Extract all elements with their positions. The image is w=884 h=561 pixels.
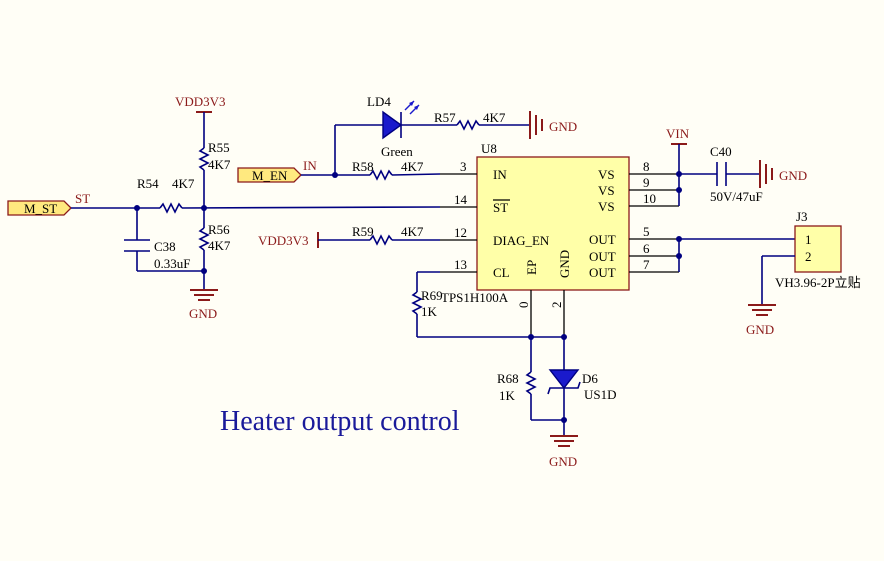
u8-pin-vs3-name: VS <box>598 199 615 214</box>
u8-pin-out1-name: OUT <box>589 232 616 247</box>
m-en-port[interactable] <box>237 167 302 183</box>
r59-value: 4K7 <box>401 224 424 239</box>
r68-ref: R68 <box>497 371 519 386</box>
r56-resistor[interactable] <box>198 227 210 251</box>
r69-ref: R69 <box>421 288 443 303</box>
r55-ref: R55 <box>208 140 230 155</box>
ld4-light-icon <box>404 100 420 115</box>
junction-out2 <box>676 253 682 259</box>
vdd3v3-left-label: VDD3V3 <box>258 233 309 248</box>
gnd-c40-label: GND <box>779 168 807 183</box>
u8-pin-st-name: ST <box>493 200 508 215</box>
r69-value: 1K <box>421 304 438 319</box>
m-st-port[interactable] <box>7 200 72 216</box>
r55-value: 4K7 <box>208 157 231 172</box>
r54-resistor[interactable] <box>159 202 183 214</box>
r58-value: 4K7 <box>401 159 424 174</box>
j3-ref: J3 <box>796 209 808 224</box>
u8-pin-ep-name: EP <box>524 260 539 275</box>
u8-pin-out3-name: OUT <box>589 265 616 280</box>
gnd-bottom-symbol <box>550 435 578 447</box>
j3-connector[interactable] <box>794 225 842 273</box>
u8-pin-in-name: IN <box>493 167 507 182</box>
r54-ref: R54 <box>137 176 159 191</box>
r56-value: 4K7 <box>208 238 231 253</box>
r68-resistor[interactable] <box>525 371 537 395</box>
junction-vs2 <box>676 187 682 193</box>
sheet-title: Heater output control <box>220 406 460 437</box>
r58-ref: R58 <box>352 159 374 174</box>
gnd-j3-symbol <box>748 304 776 316</box>
j3-value: VH3.96-2P立贴 <box>775 275 861 290</box>
r54-value: 4K7 <box>172 176 195 191</box>
u8-pin-vs1-name: VS <box>598 167 615 182</box>
u8-pin-out2-name: OUT <box>589 249 616 264</box>
u8-pin-cl-name: CL <box>493 265 510 280</box>
r55-resistor[interactable] <box>198 147 210 171</box>
r59-ref: R59 <box>352 224 374 239</box>
m-en-port-label: M_EN <box>252 168 288 183</box>
m-st-port-label: M_ST <box>24 201 57 216</box>
u8-pin13-num: 13 <box>454 257 467 272</box>
r57-value: 4K7 <box>483 110 506 125</box>
c38-ref: C38 <box>154 239 176 254</box>
u8-pin5-num: 5 <box>643 224 650 239</box>
ld4-led[interactable] <box>382 110 403 140</box>
j3-pin2: 2 <box>805 249 812 264</box>
d6-ref: D6 <box>582 371 598 386</box>
d6-value: US1D <box>584 387 617 402</box>
u8-pin0-num: 0 <box>516 302 531 309</box>
u8-pin2-num: 2 <box>549 302 564 309</box>
c40-value: 50V/47uF <box>710 189 763 204</box>
gnd-j3-label: GND <box>746 322 774 337</box>
u8-pin-vs2-name: VS <box>598 183 615 198</box>
u8-pin-diag-name: DIAG_EN <box>493 233 550 248</box>
u8-pin8-num: 8 <box>643 159 650 174</box>
r58-resistor[interactable] <box>369 169 393 181</box>
gnd-left-label: GND <box>189 306 217 321</box>
c38-value: 0.33uF <box>154 256 190 271</box>
gnd-ld4-label: GND <box>549 119 577 134</box>
junction-d6-gnd <box>561 417 567 423</box>
u8-pin3-num: 3 <box>460 159 467 174</box>
u8-ref: U8 <box>481 141 497 156</box>
st-net-label: ST <box>75 191 90 206</box>
u8-body[interactable] <box>476 156 630 291</box>
u8-part: TPS1H100A <box>441 290 509 305</box>
u8-pin7-num: 7 <box>643 257 650 272</box>
u8-pin6-num: 6 <box>643 241 650 256</box>
u8-pin12-num: 12 <box>454 225 467 240</box>
wire-st-to-u8 <box>181 206 441 209</box>
u8-pin10-num: 10 <box>643 191 656 206</box>
r69-resistor[interactable] <box>411 291 423 315</box>
u8-pin-gnd-name: GND <box>557 250 572 278</box>
r56-ref: R56 <box>208 222 230 237</box>
vdd3v3-top-label: VDD3V3 <box>175 94 226 109</box>
r57-ref: R57 <box>434 110 456 125</box>
gnd-left-symbol <box>190 289 218 301</box>
r59-resistor[interactable] <box>369 234 393 246</box>
gnd-bottom-label: GND <box>549 454 577 469</box>
ld4-value: Green <box>381 144 413 159</box>
c40-ref: C40 <box>710 144 732 159</box>
junction-c38-gnd <box>201 268 207 274</box>
in-net-label: IN <box>303 158 317 173</box>
vin-label: VIN <box>666 126 690 141</box>
r68-value: 1K <box>499 388 516 403</box>
gnd-c40-symbol <box>759 160 773 188</box>
j3-pin1: 1 <box>805 232 812 247</box>
gnd-ld4-symbol <box>529 111 543 139</box>
ld4-ref: LD4 <box>367 94 391 109</box>
u8-pin14-num: 14 <box>454 192 468 207</box>
u8-pin9-num: 9 <box>643 175 650 190</box>
r57-resistor[interactable] <box>456 119 480 131</box>
